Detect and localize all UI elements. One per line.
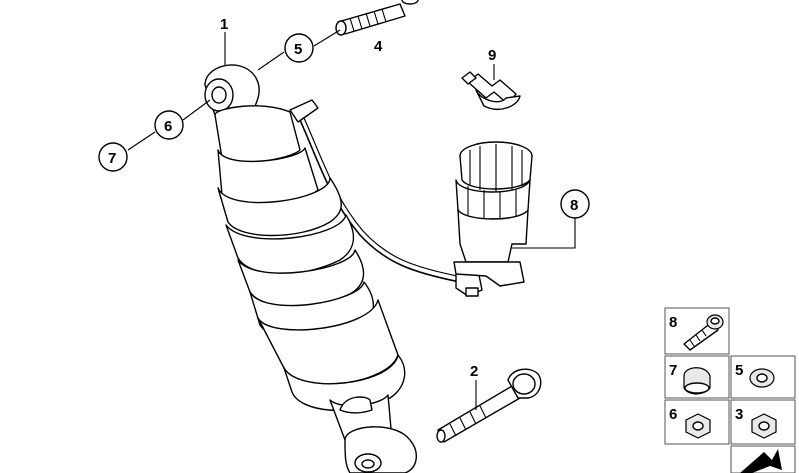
grid-label-5: 5 — [735, 362, 743, 379]
reservoir-part-8 — [453, 141, 533, 287]
svg-text:7: 7 — [108, 150, 116, 167]
grid-label-7: 7 — [669, 362, 677, 379]
bolt-part-2 — [436, 368, 542, 443]
lock-nut-icon — [751, 413, 777, 439]
svg-text:8: 8 — [570, 197, 578, 214]
hardware-grid: 8 7 5 6 3 — [664, 307, 796, 473]
bolt-head-part-4 — [401, 0, 419, 5]
grid-label-8: 8 — [669, 314, 677, 331]
direction-arrow-icon — [740, 449, 782, 473]
cap-nut-icon — [683, 367, 711, 395]
label-1: 1 — [220, 16, 228, 33]
label-4: 4 — [374, 38, 383, 55]
bolt-part-4 — [335, 3, 406, 36]
nut-icon — [685, 413, 711, 439]
screw-icon — [683, 314, 724, 351]
shock-absorber — [204, 64, 483, 473]
callout-8: 8 — [560, 189, 590, 219]
label-2: 2 — [470, 363, 478, 380]
label-9: 9 — [488, 47, 496, 64]
washer-icon — [749, 368, 775, 388]
callout-7: 7 — [98, 142, 128, 172]
grid-label-3: 3 — [735, 406, 743, 423]
callout-6: 6 — [154, 110, 184, 140]
grid-label-6: 6 — [669, 406, 677, 423]
callout-5: 5 — [284, 33, 314, 63]
grid-cell-5 — [730, 355, 796, 399]
clamp-part-9 — [461, 71, 521, 110]
svg-text:6: 6 — [164, 118, 172, 135]
svg-text:5: 5 — [294, 41, 302, 58]
